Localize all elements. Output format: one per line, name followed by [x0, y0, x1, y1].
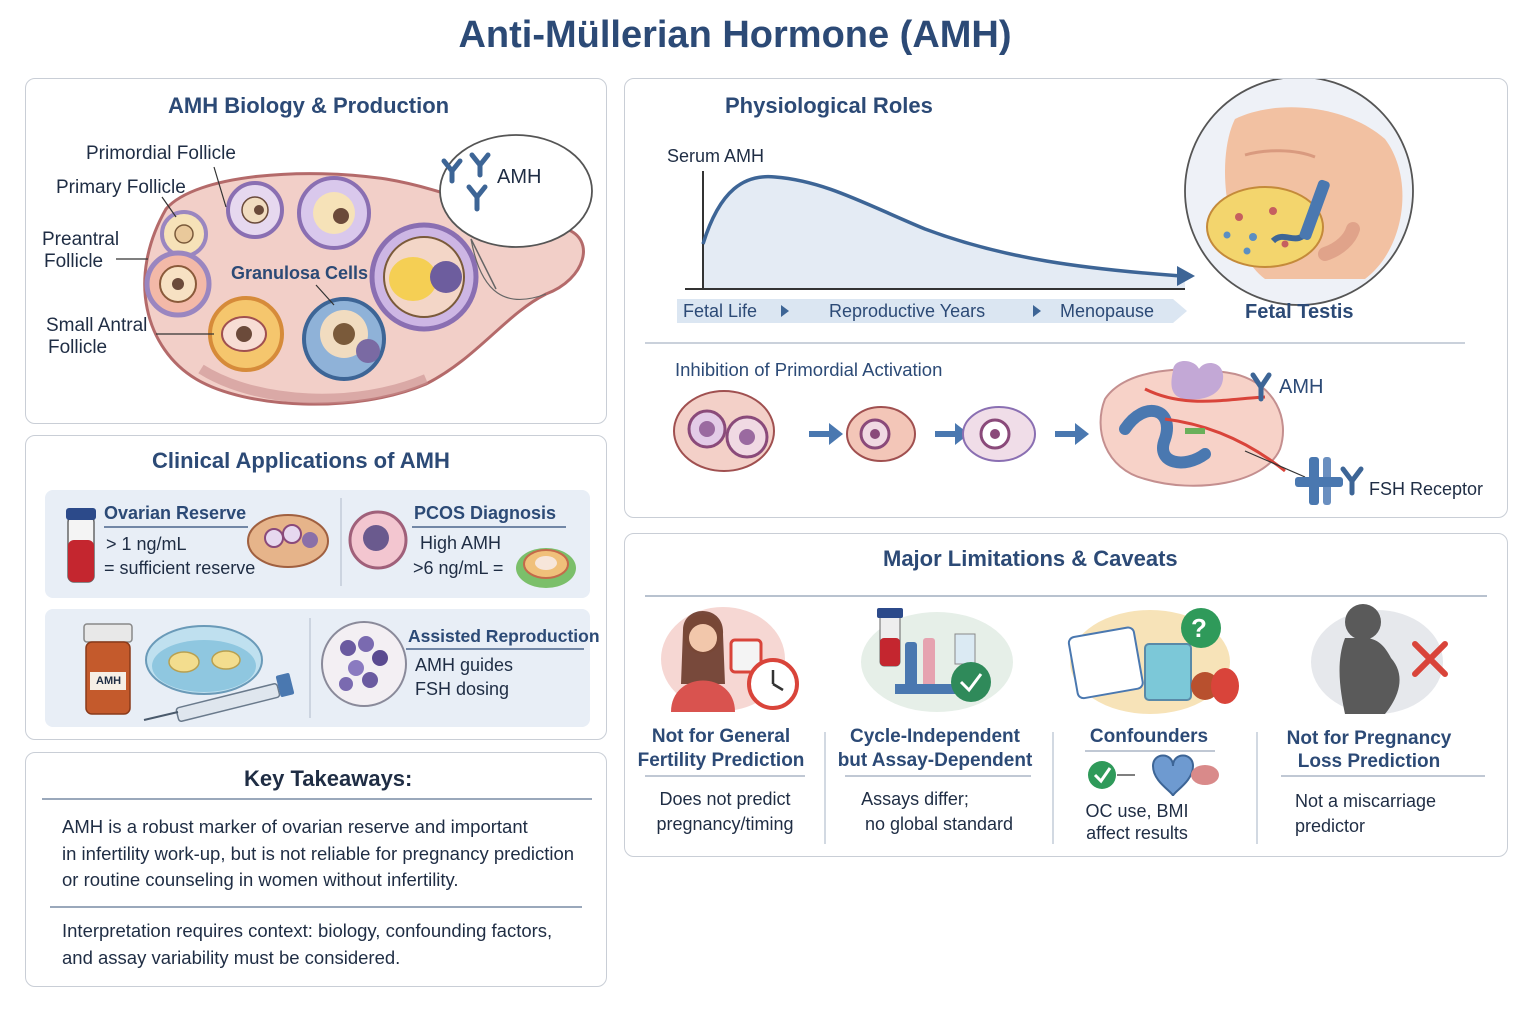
- limit-1-title2: Fertility Prediction: [637, 750, 805, 771]
- takeaway-p2-l1: Interpretation requires context: biology…: [62, 920, 553, 941]
- limitations-panel: Major Limitations & Caveats: [624, 533, 1508, 857]
- question-icon: [1181, 608, 1221, 648]
- biology-title: AMH Biology & Production: [168, 93, 450, 118]
- limit-2-text1: Assays differ;: [861, 789, 969, 809]
- label-small-antral-2: Follicle: [48, 337, 108, 358]
- limit-1-text1: Does not predict: [659, 789, 791, 809]
- page-title: Anti-Müllerian Hormone (AMH): [458, 14, 1012, 56]
- petri-dish-icon: [145, 625, 263, 695]
- inhibition-title: Inhibition of Primordial Activation: [675, 359, 943, 380]
- takeaways-title: Key Takeaways:: [244, 766, 413, 791]
- lab-tubes-icon: [861, 608, 1013, 712]
- amh-label: AMH: [1279, 376, 1324, 398]
- takeaway-p1-l1: AMH is a robust marker of ovarian reserv…: [62, 816, 528, 837]
- small-antral-follicle: [208, 296, 284, 372]
- ovarian-reserve-line1: > 1 ng/mL: [106, 534, 187, 554]
- limit-3-title1: Confounders: [1089, 726, 1209, 747]
- pcos-line2: >6 ng/mL =: [413, 558, 504, 578]
- fetal-testis-label: Fetal Testis: [1245, 301, 1354, 323]
- takeaway-p1-l2: in infertility work-up, but is not relia…: [62, 843, 575, 864]
- label-primordial-follicle: Primordial Follicle: [86, 143, 236, 164]
- roles-panel: Physiological Roles Serum AMH: [624, 78, 1508, 518]
- pcos-follicle-icon: [348, 510, 408, 570]
- clinical-title: Clinical Applications of AMH: [152, 448, 450, 473]
- label-small-antral-1: Small Antral: [46, 315, 148, 336]
- label-preantral-2: Follicle: [44, 251, 104, 272]
- fsh-receptor-label: FSH Receptor: [1369, 479, 1484, 499]
- limitations-icons: [645, 604, 1485, 844]
- ovarian-reserve-line2: = sufficient reserve: [104, 558, 256, 578]
- limit-2-title1: Cycle-Independent: [850, 726, 1020, 747]
- limit-1-title1: Not for General: [651, 726, 791, 747]
- takeaways-panel: Key Takeaways: AMH is a robust marker of…: [25, 752, 607, 987]
- label-preantral-1: Preantral: [42, 229, 120, 250]
- assisted-line2: FSH dosing: [415, 679, 510, 699]
- takeaways-divider-1: [42, 798, 592, 800]
- woman-clock-icon: [661, 607, 799, 712]
- label-amh-bubble: AMH: [497, 166, 542, 188]
- question-mark-glyph: ?: [1191, 613, 1207, 643]
- limit-2-text2: no global standard: [864, 814, 1014, 834]
- takeaways-divider-2: [50, 906, 582, 908]
- limit-4-title1: Not for Pregnancy: [1286, 728, 1452, 749]
- fetal-testis-illustration: [1184, 79, 1414, 306]
- ovary-small-icon: [247, 514, 329, 568]
- pregnancy-silhouette-icon: [1311, 604, 1448, 714]
- clinical-panel: Clinical Applications of AMH: [25, 435, 607, 740]
- amh-molecule-icon: [441, 152, 491, 212]
- amh-receptor-icon: [1250, 372, 1364, 496]
- limit-3-text1: OC use, BMI: [1085, 801, 1189, 821]
- takeaway-p2-l2: and assay variability must be considered…: [62, 947, 401, 968]
- limitations-title: Major Limitations & Caveats: [883, 546, 1178, 571]
- confounder-row-icons: [1088, 754, 1219, 797]
- limit-2-title2: but Assay-Dependent: [837, 750, 1033, 771]
- assisted-line1: AMH guides: [415, 655, 514, 675]
- limit-3-text2: affect results: [1086, 823, 1188, 843]
- primary-follicle: [226, 181, 284, 239]
- pcos-ovary-icon: [516, 548, 576, 588]
- assisted-title: Assisted Reproduction: [408, 626, 600, 646]
- biology-panel: AMH Biology & Production: [25, 78, 607, 424]
- vial-label: AMH: [96, 675, 122, 687]
- fsh-receptor-icon: [1295, 457, 1343, 505]
- embryo-dish-icon: [321, 621, 407, 707]
- label-primary-follicle: Primary Follicle: [56, 177, 186, 198]
- label-granulosa-cells: Granulosa Cells: [231, 263, 369, 283]
- clinical-illustrations: [66, 498, 584, 723]
- limit-1-text2: pregnancy/timing: [656, 814, 794, 834]
- roles-title: Physiological Roles: [725, 93, 933, 118]
- timeline-menopause: Menopause: [1060, 301, 1155, 321]
- serum-amh-curve: [645, 79, 1465, 505]
- primordial-activation-sequence: [673, 361, 1286, 487]
- granulosa-follicle: [302, 297, 386, 381]
- limit-4-title2: Loss Prediction: [1297, 751, 1441, 772]
- ovarian-reserve-title: Ovarian Reserve: [104, 503, 247, 523]
- timeline-reproductive-years: Reproductive Years: [829, 301, 986, 321]
- timeline-fetal-life: Fetal Life: [683, 301, 758, 321]
- preantral-follicle: [144, 250, 212, 318]
- primordial-follicle: [160, 210, 208, 258]
- limitations-divider: [645, 595, 1487, 597]
- syringe-icon: [143, 673, 295, 723]
- pcos-title: PCOS Diagnosis: [414, 503, 557, 523]
- limit-4-text2: predictor: [1295, 816, 1366, 836]
- clinical-row-2: [45, 609, 590, 727]
- serum-amh-label: Serum AMH: [667, 146, 765, 166]
- ovary-illustration: [116, 134, 593, 406]
- takeaway-p1-l3: or routine counseling in women without i…: [62, 869, 459, 890]
- pcos-line1: High AMH: [420, 533, 502, 553]
- limit-4-text1: Not a miscarriage: [1295, 791, 1437, 811]
- blood-tube-icon: [66, 508, 96, 583]
- amh-vial-icon: [83, 623, 133, 715]
- growing-follicle: [297, 176, 371, 250]
- antral-follicle: [369, 222, 479, 332]
